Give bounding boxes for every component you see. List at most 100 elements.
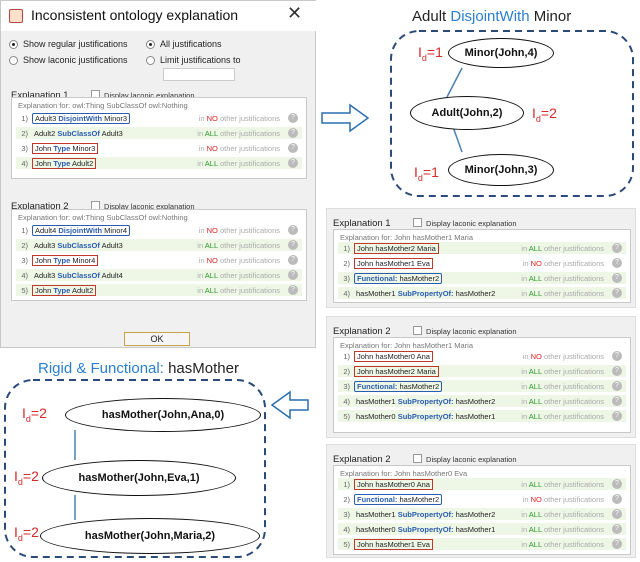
justification-status: in ALL other justifications bbox=[521, 274, 604, 283]
justification-status: in ALL other justifications bbox=[521, 480, 604, 489]
help-icon[interactable]: ? bbox=[612, 411, 622, 421]
help-icon[interactable]: ? bbox=[288, 113, 298, 123]
node-hasmother-eva: hasMother(John,Eva,1) bbox=[42, 460, 236, 496]
row-number: 4) bbox=[21, 158, 28, 168]
help-icon[interactable]: ? bbox=[612, 258, 622, 268]
limit-spinner[interactable] bbox=[163, 68, 235, 81]
help-icon[interactable]: ? bbox=[612, 366, 622, 376]
help-icon[interactable]: ? bbox=[288, 270, 298, 280]
radio-limit[interactable]: Limit justifications to bbox=[146, 55, 241, 65]
id-letter: I bbox=[532, 105, 536, 121]
explanation1-title: Explanation 1 bbox=[11, 90, 69, 101]
radio-regular[interactable]: Show regular justifications bbox=[9, 39, 128, 49]
row-number: 4) bbox=[21, 270, 28, 280]
row-number: 1) bbox=[21, 225, 28, 235]
axiom-keyword: SubClassOf bbox=[57, 128, 100, 138]
laconic-checkbox[interactable] bbox=[413, 454, 423, 463]
laconic-checkbox[interactable] bbox=[413, 218, 423, 227]
radio-laconic-label: Show laconic justifications bbox=[23, 55, 128, 65]
radio-dot-icon bbox=[9, 39, 18, 49]
status-value: ALL bbox=[528, 509, 542, 519]
laconic-checkbox[interactable] bbox=[413, 326, 423, 335]
help-icon[interactable]: ? bbox=[288, 285, 298, 295]
axiom-subject: hasMother1 bbox=[356, 396, 396, 406]
status-value: ALL bbox=[528, 411, 542, 421]
status-in: in bbox=[521, 381, 528, 391]
help-icon[interactable]: ? bbox=[288, 255, 298, 265]
help-icon[interactable]: ? bbox=[612, 381, 622, 391]
help-icon[interactable]: ? bbox=[612, 524, 622, 534]
explanation-dialog: Inconsistent ontology explanation ✕ Show… bbox=[0, 0, 317, 348]
help-icon[interactable]: ? bbox=[612, 494, 622, 504]
axiom-keyword: Type bbox=[53, 158, 71, 168]
help-icon[interactable]: ? bbox=[288, 158, 298, 168]
justification-status: in ALL other justifications bbox=[521, 540, 604, 549]
status-suffix: other justifications bbox=[543, 273, 604, 283]
axiom-object: Adult3 bbox=[101, 240, 123, 250]
help-icon[interactable]: ? bbox=[612, 351, 622, 361]
justification-status: in ALL other justifications bbox=[521, 397, 604, 406]
help-icon[interactable]: ? bbox=[288, 225, 298, 235]
status-in: in bbox=[521, 288, 528, 298]
help-icon[interactable]: ? bbox=[288, 128, 298, 138]
id-value: =2 bbox=[22, 524, 39, 540]
status-suffix: other justifications bbox=[543, 288, 604, 298]
radio-all[interactable]: All justifications bbox=[146, 39, 222, 49]
status-value: ALL bbox=[528, 288, 542, 298]
close-icon[interactable]: ✕ bbox=[287, 3, 303, 23]
radio-laconic[interactable]: Show laconic justifications bbox=[9, 55, 128, 65]
help-icon[interactable]: ? bbox=[612, 273, 622, 283]
explanation-header: Explanation for: John hasMother1 Maria bbox=[340, 341, 473, 350]
justification-status: in ALL other justifications bbox=[521, 367, 604, 376]
id-sub: d bbox=[25, 413, 31, 424]
explanation-header: Explanation for: John hasMother1 Maria bbox=[340, 233, 473, 242]
help-icon[interactable]: ? bbox=[612, 396, 622, 406]
justification-status: in ALL other justifications bbox=[521, 510, 604, 519]
axiom-object: hasMother2 Maria bbox=[375, 243, 436, 253]
axiom: hasMother0 SubPropertyOf: hasMother1 bbox=[354, 525, 497, 534]
row-number: 2) bbox=[21, 240, 28, 250]
axiom: hasMother0 SubPropertyOf: hasMother1 bbox=[354, 412, 497, 421]
axiom-keyword: DisjointWith bbox=[58, 113, 103, 123]
help-icon[interactable]: ? bbox=[612, 539, 622, 549]
help-icon[interactable]: ? bbox=[612, 479, 622, 489]
axiom: Functional: hasMother2 bbox=[354, 272, 443, 284]
help-icon[interactable]: ? bbox=[612, 509, 622, 519]
axiom-keyword: SubClassOf bbox=[57, 240, 100, 250]
help-icon[interactable]: ? bbox=[288, 143, 298, 153]
help-icon[interactable]: ? bbox=[612, 243, 622, 253]
status-suffix: other justifications bbox=[219, 270, 280, 280]
help-icon[interactable]: ? bbox=[612, 288, 622, 298]
id-value: =2 bbox=[22, 468, 39, 484]
help-icon[interactable]: ? bbox=[288, 240, 298, 250]
axiom: John hasMother0 Ana bbox=[354, 478, 433, 490]
axiom-subject: John bbox=[357, 258, 374, 268]
justification-status: in ALL other justifications bbox=[197, 271, 280, 280]
justification-status: in NO other justifications bbox=[199, 256, 280, 265]
status-value: ALL bbox=[528, 273, 542, 283]
ok-button[interactable]: OK bbox=[124, 332, 190, 346]
